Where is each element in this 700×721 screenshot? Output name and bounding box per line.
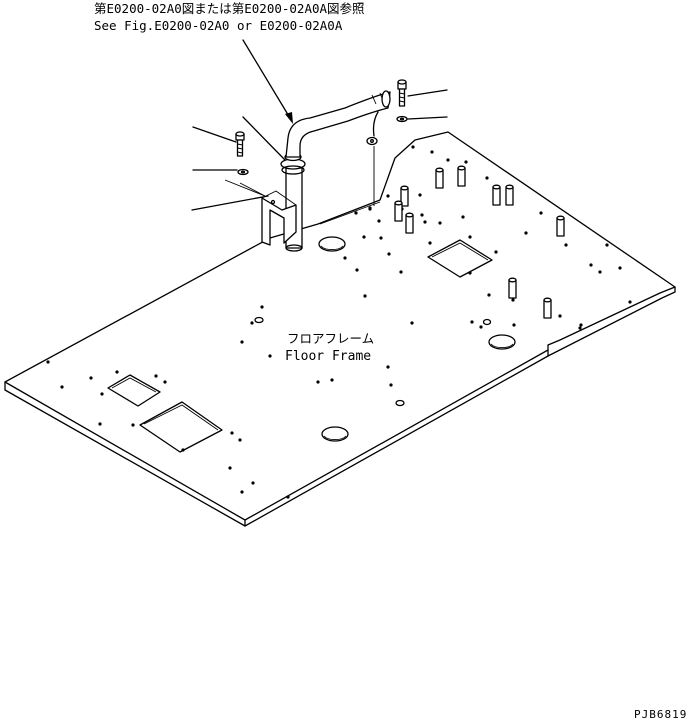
bolt-left <box>235 131 249 176</box>
stud <box>508 277 517 299</box>
stud <box>492 184 501 206</box>
reference-note-ja: 第E0200-02A0図または第E0200-02A0A図参照 <box>94 1 365 16</box>
bracket <box>261 190 297 246</box>
leader-lines <box>191 39 448 211</box>
floor-frame-plate <box>4 131 676 527</box>
stud <box>505 184 514 206</box>
stud <box>400 185 409 207</box>
bolt-right <box>396 79 408 123</box>
standoff-studs <box>394 165 565 319</box>
stud <box>457 165 466 187</box>
round-holes <box>254 236 516 442</box>
part-label-ja: フロアフレーム <box>287 331 374 346</box>
stud <box>543 297 552 319</box>
stud <box>394 200 403 222</box>
stud <box>556 215 565 237</box>
drawing-code: PJB6819 <box>634 708 687 721</box>
stud <box>405 212 414 234</box>
small-holes <box>46 145 632 499</box>
reference-note-en: See Fig.E0200-02A0 or E0200-02A0A <box>94 18 343 33</box>
square-cutouts <box>107 239 493 453</box>
part-label-en: Floor Frame <box>285 349 371 364</box>
stud <box>435 167 444 189</box>
